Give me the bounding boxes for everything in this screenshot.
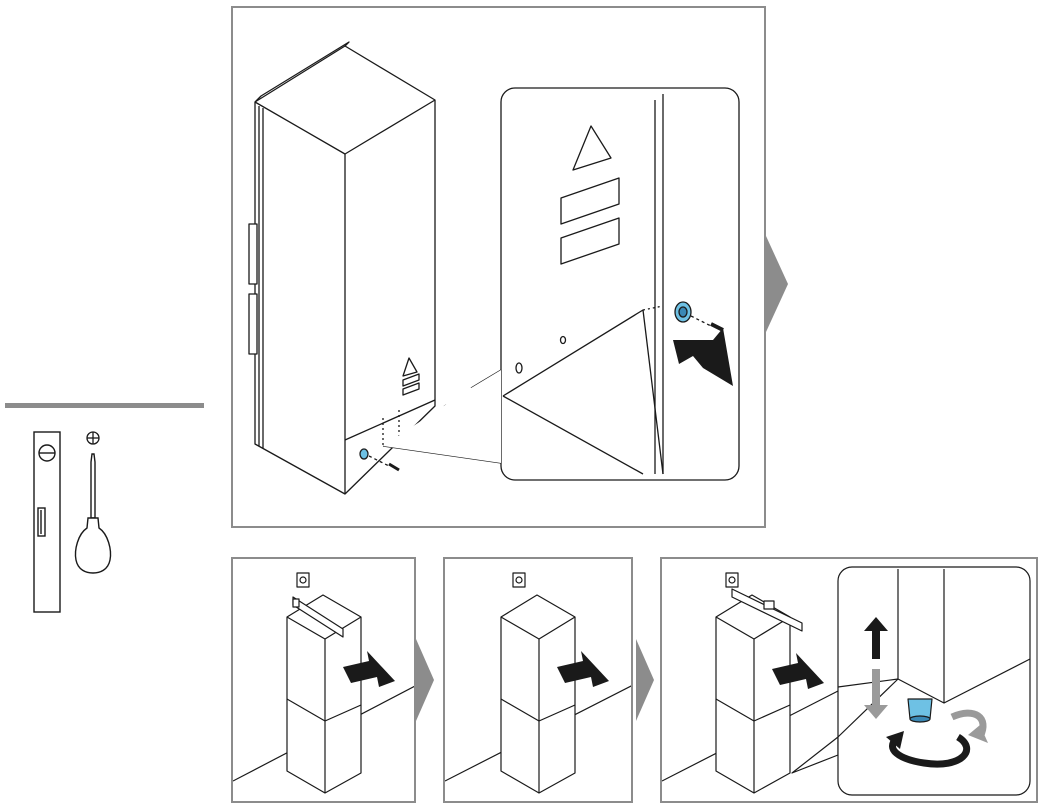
warning-triangle-icon: [560, 125, 620, 265]
detail-callout: [383, 87, 740, 481]
tools-divider: [5, 403, 204, 408]
push-arrow-icon: [673, 328, 733, 386]
screw-with-washer: [674, 301, 724, 332]
step-4-panel: Align appliance and adjust feet: [660, 557, 1038, 803]
next-step-chevron-icon: [636, 639, 654, 721]
appliance: [715, 594, 791, 794]
rotate-arrow-icon: [889, 734, 971, 768]
wall-bracket: [292, 596, 344, 638]
wall-bracket: [731, 588, 803, 632]
wall-socket-icon: [296, 572, 310, 588]
phillips-head-icon: [86, 431, 100, 445]
push-arrow-icon: [557, 651, 609, 687]
spirit-level-icon: [33, 431, 61, 613]
wall-socket-icon: [725, 572, 739, 588]
wall-socket-icon: [512, 572, 526, 588]
appliance-isometric: [248, 41, 482, 495]
bracket-screw-left: [359, 448, 400, 472]
appliance: [286, 594, 362, 794]
phillips-screwdriver-icon: [74, 453, 112, 574]
push-arrow-icon: [343, 651, 395, 687]
appliance: [500, 594, 576, 794]
warning-triangle-icon: [402, 357, 420, 396]
next-step-chevron-icon: [766, 236, 788, 332]
step-2-panel: Push appliance towards wall with wall br…: [231, 557, 416, 803]
feet-adjust-callout: [837, 566, 1031, 796]
adjustable-foot: [907, 698, 933, 723]
push-arrow-icon: [772, 653, 824, 689]
step-1-panel: Screw the anti-tip brackets to the rear …: [231, 6, 766, 528]
up-down-arrow-icon: [864, 617, 888, 719]
step-3-panel: Push appliance fully into place: [443, 557, 633, 803]
tools-legend: [33, 431, 112, 613]
next-step-chevron-icon: [416, 639, 434, 721]
